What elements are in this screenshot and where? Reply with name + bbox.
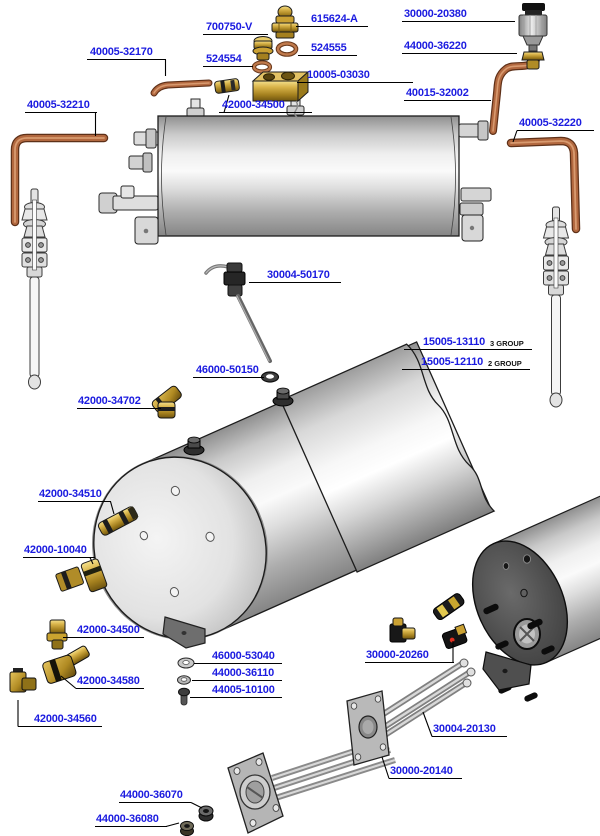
boiler-filler-plug [183, 436, 205, 456]
part-fitting-42000-34500-top [214, 78, 240, 94]
part-screw-44005-10100 [178, 687, 190, 706]
callout-15005-13110[interactable]: 15005-13110 3 GROUP [423, 336, 524, 348]
callout-text[interactable]: 15005-12110 [421, 356, 484, 368]
callout-30004-20130[interactable]: 30004-20130 [433, 723, 496, 735]
callout-44000-36070[interactable]: 44000-36070 [120, 789, 183, 801]
boiler-filler-plug [272, 387, 294, 407]
part-washer-46000-53040 [177, 657, 195, 669]
callout-note: 2 GROUP [488, 359, 522, 368]
part-fitting-42000-34500-bottom [46, 619, 68, 650]
part-nut-44000-36080 [180, 820, 194, 836]
callout-30004-50170[interactable]: 30004-50170 [267, 269, 330, 281]
callout-42000-34510[interactable]: 42000-34510 [39, 488, 102, 500]
callout-524554[interactable]: 524554 [206, 53, 242, 65]
part-boiler-main [91, 341, 496, 649]
part-pipe-40005-32220 [506, 136, 581, 234]
part-boiler-right [471, 477, 600, 702]
callout-40005-32220[interactable]: 40005-32220 [519, 117, 582, 129]
part-elbow-42000-34560 [9, 668, 37, 693]
part-expansion-valve [518, 3, 548, 52]
part-safety-valve [271, 5, 299, 39]
part-oring-524554 [251, 60, 273, 74]
part-elbow-42000-34702 [151, 385, 182, 419]
callout-42000-34560[interactable]: 42000-34560 [34, 713, 97, 725]
callout-44000-36080[interactable]: 44000-36080 [96, 813, 159, 825]
part-fitting-42000-34510 [97, 506, 139, 536]
part-temp-probe [204, 262, 272, 363]
callout-44005-10100[interactable]: 44005-10100 [212, 684, 275, 696]
callout-note: 3 GROUP [490, 339, 524, 348]
callout-10005-03030[interactable]: 10005-03030 [307, 69, 370, 81]
callout-30000-20380[interactable]: 30000-20380 [404, 8, 467, 20]
callout-42000-10040[interactable]: 42000-10040 [24, 544, 87, 556]
part-oring-46000-50150 [260, 371, 280, 383]
part-fitting-42000-10040 [55, 558, 108, 593]
part-boiler-top [98, 96, 492, 245]
part-oring-524555 [275, 41, 299, 57]
callout-42000-34500-bottom[interactable]: 42000-34500 [77, 624, 140, 636]
part-sensor-30000-20260 [389, 593, 468, 649]
part-elbow-42000-34580 [42, 645, 90, 684]
part-manifold-block [251, 70, 310, 118]
callout-700750-v[interactable]: 700750-V [206, 21, 253, 33]
callout-42000-34580[interactable]: 42000-34580 [77, 675, 140, 687]
callout-46000-50150[interactable]: 46000-50150 [196, 364, 259, 376]
callout-42000-34702[interactable]: 42000-34702 [78, 395, 141, 407]
callout-40015-32002[interactable]: 40015-32002 [406, 87, 469, 99]
callout-42000-34500-top[interactable]: 42000-34500 [222, 99, 285, 111]
part-pipe-40005-32170 [150, 79, 213, 97]
part-nut-44000-36070 [198, 805, 214, 822]
callout-40005-32170[interactable]: 40005-32170 [90, 46, 153, 58]
part-vacuum-breaker [252, 36, 274, 61]
callout-15005-12110[interactable]: 15005-12110 2 GROUP [421, 356, 522, 368]
part-washer-44000-36110 [177, 675, 191, 685]
leader-lines [17, 20, 594, 828]
callout-46000-53040[interactable]: 46000-53040 [212, 650, 275, 662]
callout-44000-36220[interactable]: 44000-36220 [404, 40, 467, 52]
callout-text[interactable]: 15005-13110 [423, 336, 486, 348]
part-sight-glass-right [543, 206, 569, 408]
callout-524555[interactable]: 524555 [311, 42, 347, 54]
callout-30000-20140[interactable]: 30000-20140 [390, 765, 453, 777]
callout-615624-a[interactable]: 615624-A [311, 13, 358, 25]
part-shell-wrap [279, 343, 496, 573]
part-fitting-44000-36220 [521, 51, 545, 70]
part-pipe-40005-32210 [10, 133, 109, 227]
part-heating-element [346, 658, 476, 766]
callout-40005-32210[interactable]: 40005-32210 [27, 99, 90, 111]
callout-30000-20260[interactable]: 30000-20260 [366, 649, 429, 661]
part-sight-glass-left [21, 188, 48, 390]
callout-44000-36110[interactable]: 44000-36110 [212, 667, 275, 679]
